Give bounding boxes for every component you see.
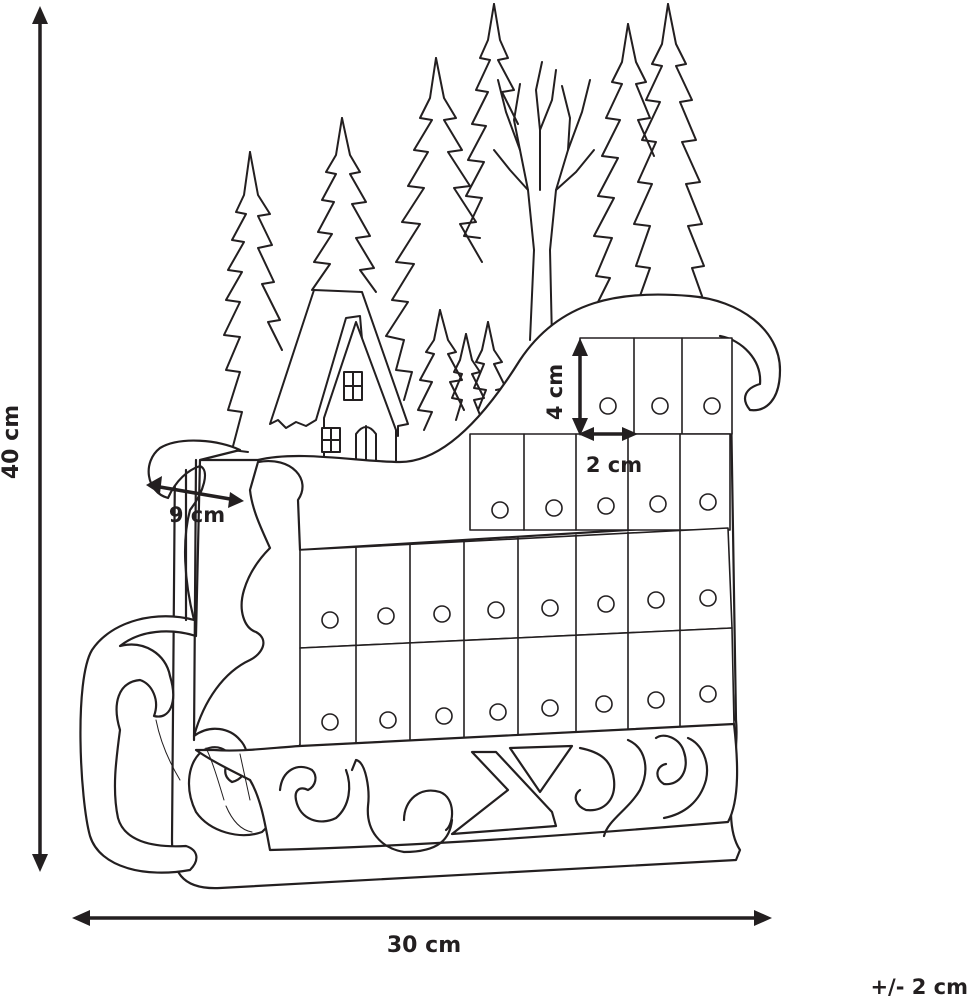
tree-behind-house [311, 117, 343, 291]
arrowhead-left [72, 910, 90, 926]
dimension-drawer-width: 2 cm [578, 427, 642, 477]
drawer-knob [487, 601, 505, 619]
drawer-knob [491, 501, 509, 519]
drawer-tier-second [469, 433, 731, 531]
tree-top-center [463, 3, 495, 239]
drawer-tier-top [579, 337, 733, 435]
drawer-knob [541, 599, 559, 617]
dimension-height: 40 cm [0, 6, 48, 872]
drawer-knob [379, 711, 397, 729]
drawer-knob [595, 695, 613, 713]
drawer-knob [321, 713, 339, 731]
drawer-knob [377, 607, 395, 625]
tree-right-2 [633, 3, 669, 297]
drawer-knob [703, 397, 721, 415]
drawer-knob [321, 611, 339, 629]
drawer-knob [435, 707, 453, 725]
bare-tree [493, 61, 595, 341]
drawer-knob [597, 497, 615, 515]
width-label: 30 cm [387, 933, 461, 958]
drawer-knob [699, 589, 717, 607]
tree-small-1 [417, 309, 441, 431]
drawer-grid [299, 337, 735, 747]
height-label: 40 cm [0, 405, 24, 479]
tree-center [385, 57, 437, 401]
depth-label: 9 cm [169, 503, 225, 527]
dimension-width: 30 cm [72, 910, 772, 958]
drawer-knob [599, 397, 617, 415]
drawer-tier-third [299, 527, 733, 649]
tree-small-3 [473, 321, 489, 411]
drawer-knob [489, 703, 507, 721]
drawer-knob [597, 595, 615, 613]
drawer-knob [647, 691, 665, 709]
sleigh-runners [155, 719, 739, 854]
drawer-width-label: 2 cm [586, 453, 642, 477]
tree-left [223, 151, 251, 453]
cottage [269, 289, 409, 463]
drawer-knob [651, 397, 669, 415]
drawer-height-label: 4 cm [543, 364, 567, 420]
drawer-knob [699, 493, 717, 511]
arrowhead-down [32, 854, 48, 872]
tree-right-1 [593, 23, 629, 303]
tree-small-2 [451, 333, 467, 421]
drawer-knob [545, 499, 563, 517]
drawer-knob [433, 605, 451, 623]
forest-background [223, 3, 705, 453]
dimension-drawer-height: 4 cm [543, 338, 588, 436]
drawer-knobs [321, 397, 721, 731]
arrowhead-right [754, 910, 772, 926]
dimension-depth: 9 cm [146, 476, 244, 527]
tolerance-note: +/- 2 cm [870, 975, 968, 999]
arrowhead-up [32, 6, 48, 24]
sleigh-left-scroll [79, 439, 242, 874]
drawer-knob [647, 591, 665, 609]
drawer-knob [699, 685, 717, 703]
drawer-knob [541, 699, 559, 717]
drawer-knob [649, 495, 667, 513]
